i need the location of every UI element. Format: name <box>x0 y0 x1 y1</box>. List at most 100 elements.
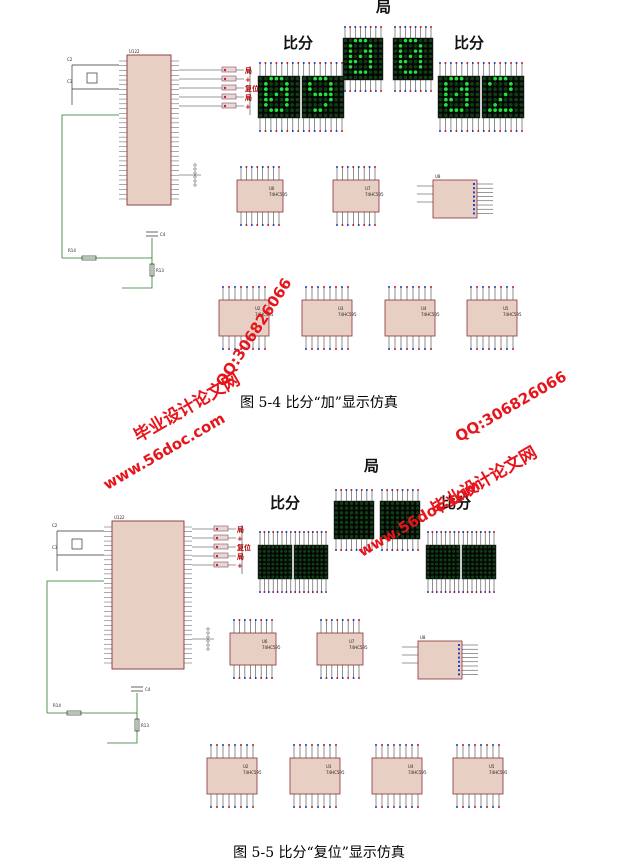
led-dot <box>307 81 312 86</box>
led-dot <box>295 92 300 97</box>
led-dot <box>426 554 430 558</box>
pin-marker <box>244 677 246 679</box>
led-dot <box>454 113 459 118</box>
led-dot <box>508 108 513 113</box>
pin-marker <box>323 286 325 288</box>
pin-marker <box>311 806 313 808</box>
led-dot <box>334 76 339 81</box>
led-dot <box>452 562 456 566</box>
pin-marker <box>436 531 438 533</box>
led-dot <box>430 554 434 558</box>
led-dot <box>466 554 470 558</box>
led-dot <box>443 566 447 570</box>
pin-marker <box>480 806 482 808</box>
pin-marker <box>366 549 368 551</box>
led-dot <box>393 70 398 74</box>
pin-marker <box>386 489 388 491</box>
pin-marker <box>488 62 490 64</box>
led-dot <box>514 76 519 81</box>
led-dot <box>479 549 483 553</box>
led-dot <box>449 81 454 86</box>
terminal <box>206 643 210 647</box>
led-dot <box>275 562 279 566</box>
pin-marker <box>251 224 253 226</box>
led-dot <box>418 44 423 48</box>
pin-marker <box>264 348 266 350</box>
led-dot <box>438 102 443 107</box>
led-dot <box>334 87 339 92</box>
pin-marker <box>251 166 253 168</box>
pin-marker <box>336 166 338 168</box>
label-game: 局 <box>375 0 391 16</box>
led-dot <box>438 108 443 113</box>
led-dot <box>307 549 311 553</box>
led-dot <box>302 97 307 102</box>
pin-marker <box>305 744 307 746</box>
led-dot <box>447 554 451 558</box>
led-dot <box>378 49 383 53</box>
led-dot <box>378 70 383 74</box>
led-dot <box>415 534 420 539</box>
led-dot <box>288 571 292 575</box>
led-dot <box>483 571 487 575</box>
pin-marker <box>292 62 294 64</box>
pin-marker <box>476 286 478 288</box>
led-dot <box>443 76 448 81</box>
led-dot <box>415 511 420 515</box>
pin-marker <box>412 489 414 491</box>
led-dot <box>466 566 470 570</box>
pin-marker <box>311 744 313 746</box>
led-dot <box>354 501 359 506</box>
led-dot <box>353 70 358 74</box>
pin-marker <box>439 130 441 132</box>
led-dot <box>423 75 428 80</box>
pin-marker <box>357 166 360 168</box>
led-dot <box>454 87 459 92</box>
pin-marker <box>473 183 475 185</box>
pin-marker <box>375 26 377 28</box>
led-dot <box>423 54 428 59</box>
pin-marker <box>484 531 486 533</box>
led-dot <box>298 549 302 553</box>
led-dot <box>258 562 262 566</box>
chip-part: 74HC595 <box>349 645 368 650</box>
pin-marker <box>341 224 344 226</box>
pin-marker <box>458 591 460 593</box>
pin-marker <box>359 90 362 92</box>
led-dot <box>315 575 319 579</box>
pin-marker <box>504 130 507 132</box>
led-dot <box>295 113 300 118</box>
reset-wires <box>61 114 153 289</box>
led-dot <box>279 554 283 558</box>
led-dot <box>269 92 274 97</box>
led-dot <box>307 562 311 566</box>
pin-marker <box>474 744 476 746</box>
led-dot <box>298 558 302 562</box>
pin-marker <box>305 348 307 350</box>
led-dot <box>274 108 279 113</box>
led-dot <box>443 571 447 575</box>
led-dot <box>443 102 448 107</box>
led-dot <box>428 49 433 53</box>
led-dot <box>290 81 295 86</box>
pin-marker <box>458 665 460 667</box>
led-dot <box>334 515 339 520</box>
pin-marker <box>335 130 338 132</box>
led-dot <box>471 575 475 579</box>
pin-marker <box>473 208 475 211</box>
led-dot <box>493 97 498 102</box>
led-dot <box>410 520 415 525</box>
led-dot <box>284 97 289 102</box>
led-dot <box>519 102 524 107</box>
led-dot <box>323 87 328 92</box>
led-dot <box>303 575 307 579</box>
led-dot <box>385 520 390 525</box>
led-dot <box>303 566 307 570</box>
push-button <box>221 93 237 100</box>
pin-marker <box>405 806 407 808</box>
led-dot <box>334 92 339 97</box>
pin-marker <box>493 531 495 533</box>
led-dot <box>514 108 519 113</box>
led-dot <box>269 113 274 118</box>
led-dot <box>279 92 284 97</box>
